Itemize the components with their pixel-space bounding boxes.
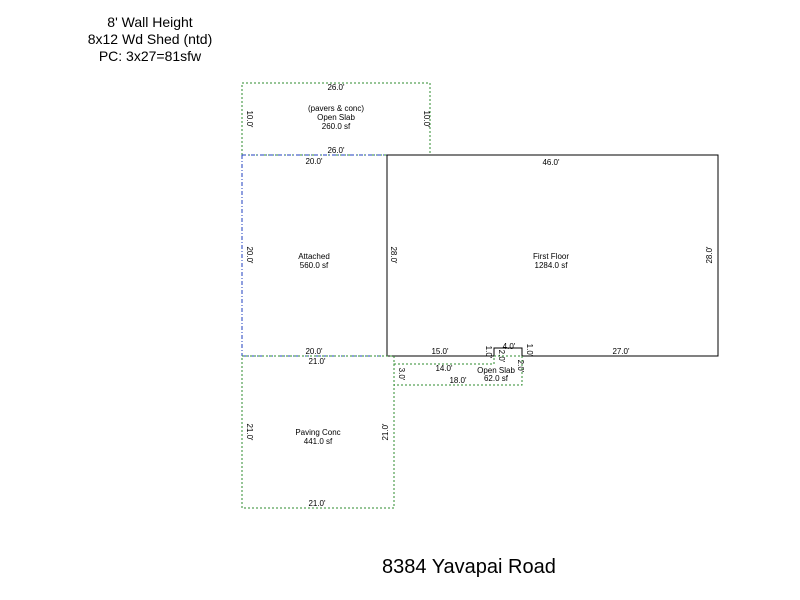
small-slab-dim-bottom: 18.0' <box>449 376 467 385</box>
top-slab-dim-left: 10.0' <box>245 110 254 128</box>
small-slab-name: Open Slab <box>477 366 515 375</box>
property-address: 8384 Yavapai Road <box>382 556 556 578</box>
paving-name: Paving Conc <box>295 428 340 437</box>
first-floor-outline <box>386 154 719 357</box>
first-floor-dim-right: 28.0' <box>705 246 714 264</box>
shed-note: 8x12 Wd Shed (ntd) <box>87 31 213 47</box>
first-floor-dim-left: 28.0' <box>389 246 398 264</box>
first-floor-dim-top: 46.0' <box>542 158 560 167</box>
notch-dim-b: 4.0' <box>503 342 516 351</box>
notch-dim-c: 1.0' <box>525 344 534 357</box>
paving-dim-top: 21.0' <box>308 357 326 366</box>
attached-name: Attached <box>298 252 330 261</box>
paving-dim-left: 21.0' <box>245 423 254 441</box>
first-floor-area: 1284.0 sf <box>535 261 569 270</box>
attached-area: 560.0 sf <box>300 261 329 270</box>
attached-dim-left: 20.0' <box>245 246 254 264</box>
first-floor-name: First Floor <box>533 252 569 261</box>
first-floor-dim-bottom-left: 15.0' <box>431 347 449 356</box>
small-slab-area: 62.0 sf <box>484 374 509 383</box>
top-slab-dim-bottom: 26.0' <box>327 146 345 155</box>
top-slab-dim-right: 10.0' <box>422 110 431 128</box>
small-slab-dim-top: 14.0' <box>435 364 453 373</box>
paving-dim-right: 21.0' <box>381 423 390 441</box>
paving-dim-bottom: 21.0' <box>308 499 326 508</box>
notch-dim-d: 2.0' <box>497 350 506 363</box>
top-slab-name: Open Slab <box>317 113 355 122</box>
top-slab-dim-top: 26.0' <box>327 83 345 92</box>
small-slab-dim-left: 3.0' <box>397 368 406 381</box>
first-floor-dim-bottom-right: 27.0' <box>612 347 630 356</box>
top-slab-title: (pavers & conc) <box>308 104 364 113</box>
wall-height-note: 8' Wall Height <box>107 14 193 30</box>
top-slab-area: 260.0 sf <box>322 122 351 131</box>
notch-dim-a: 1.0' <box>484 346 493 359</box>
notch-dim-e: 2.0' <box>516 360 525 373</box>
attached-dim-top: 20.0' <box>305 157 323 166</box>
pc-note: PC: 3x27=81sfw <box>98 48 202 64</box>
sketch-notes: 8' Wall Height 8x12 Wd Shed (ntd) PC: 3x… <box>62 14 238 65</box>
small-slab-outline <box>393 355 523 386</box>
paving-area: 441.0 sf <box>304 437 333 446</box>
paving-outline <box>241 355 395 509</box>
attached-dim-bottom: 20.0' <box>305 347 323 356</box>
